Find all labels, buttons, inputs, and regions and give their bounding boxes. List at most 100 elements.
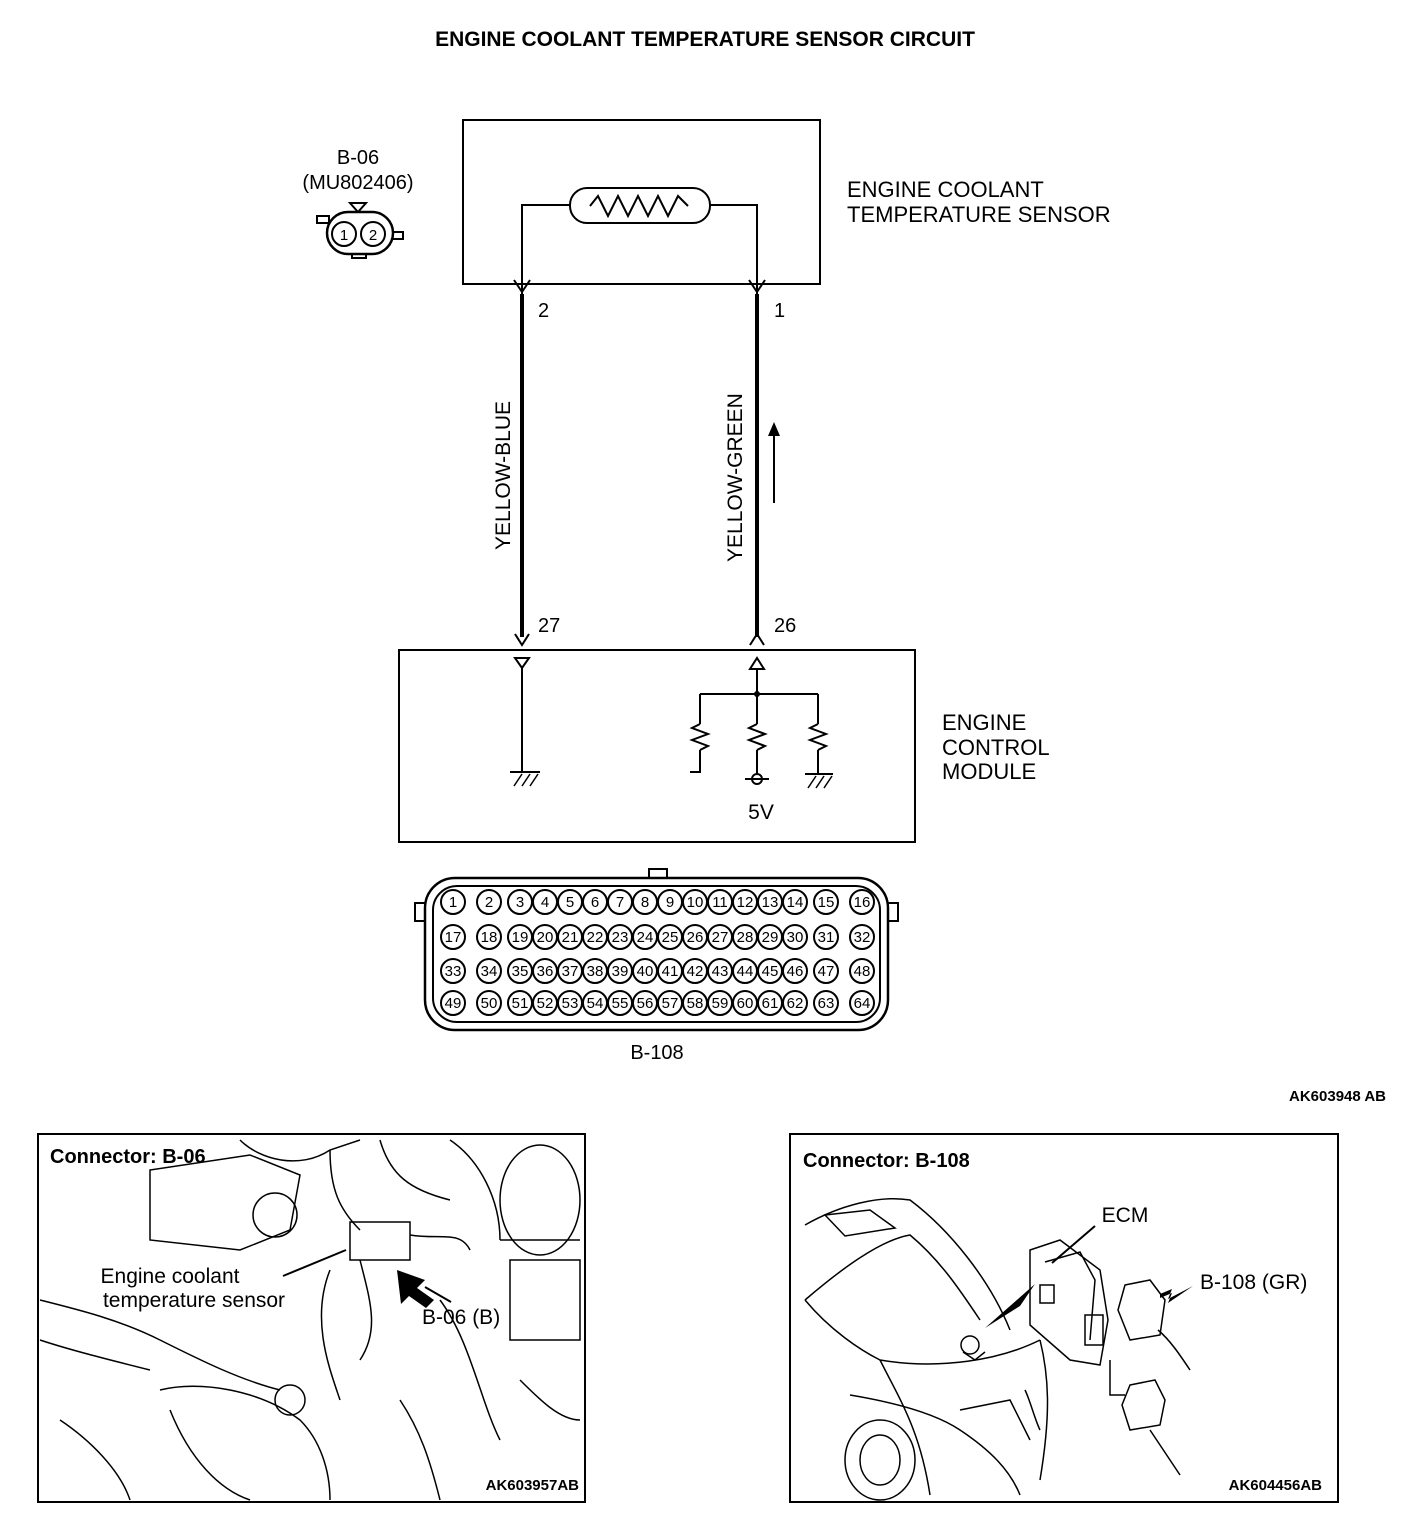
ground-icon [510,771,540,787]
panel-right-code: AK604456AB [1229,1477,1323,1494]
b108-pin-6: 6 [582,889,608,915]
b108-pin-43: 43 [707,958,733,984]
svg-text:45: 45 [762,963,779,980]
b108-pin-21: 21 [557,924,583,950]
ecm-terminal-27: 27 [538,615,560,637]
b108-pin-17: 17 [440,924,466,950]
svg-text:5: 5 [566,894,574,911]
svg-text:15: 15 [818,894,835,911]
svg-text:14: 14 [787,894,804,911]
b108-pin-57: 57 [657,990,683,1016]
b108-pin-10: 10 [682,889,708,915]
b108-pin-48: 48 [849,958,875,984]
panel-right-title: Connector: B-108 [803,1150,970,1172]
b108-pin-61: 61 [757,990,783,1016]
b108-pin-32: 32 [849,924,875,950]
svg-text:62: 62 [787,995,804,1012]
b108-pin-39: 39 [607,958,633,984]
b108-pin-20: 20 [532,924,558,950]
svg-text:58: 58 [687,995,704,1012]
svg-text:31: 31 [818,929,835,946]
svg-text:51: 51 [512,995,529,1012]
b108-pin-64: 64 [849,990,875,1016]
sensor-terminal-1: 1 [774,300,785,322]
b108-pin-53: 53 [557,990,583,1016]
b108-pin-59: 59 [707,990,733,1016]
sensor-label-line1: ENGINE COOLANT [847,177,1044,202]
svg-text:21: 21 [562,929,579,946]
b108-pin-54: 54 [582,990,608,1016]
b108-pin-56: 56 [632,990,658,1016]
b108-pin-7: 7 [607,889,633,915]
svg-text:63: 63 [818,995,835,1012]
b108-pin-30: 30 [782,924,808,950]
svg-text:34: 34 [481,963,498,980]
figure-code: AK603948 AB [1289,1088,1386,1105]
b108-pin-60: 60 [732,990,758,1016]
svg-text:42: 42 [687,963,704,980]
vehicle-illustration [804,1197,1191,1501]
ecm-label-line2: CONTROL [942,735,1050,760]
b108-pin-55: 55 [607,990,633,1016]
svg-text:10: 10 [687,894,704,911]
b108-pin-52: 52 [532,990,558,1016]
b06-callout-arrow-icon [397,1270,434,1308]
svg-text:36: 36 [537,963,554,980]
b108-pin-19: 19 [507,924,533,950]
svg-text:60: 60 [737,995,754,1012]
current-direction-arrow [768,422,780,503]
b108-pin-5: 5 [557,889,583,915]
b108-pin-31: 31 [813,924,839,950]
svg-text:48: 48 [854,963,871,980]
svg-text:56: 56 [637,995,654,1012]
svg-text:46: 46 [787,963,804,980]
svg-text:13: 13 [762,894,779,911]
sensor-terminal-2: 2 [538,300,549,322]
ground-icon [805,773,833,789]
svg-text:24: 24 [637,929,654,946]
svg-text:38: 38 [587,963,604,980]
panel-left-callout: B-06 (B) [422,1306,500,1329]
ecm-label-line1: ENGINE [942,710,1026,735]
svg-text:37: 37 [562,963,579,980]
b108-pin-46: 46 [782,958,808,984]
coolant-sensor-block: ENGINE COOLANT TEMPERATURE SENSOR [462,119,1111,296]
page-title: ENGINE COOLANT TEMPERATURE SENSOR CIRCUI… [435,28,975,51]
svg-text:59: 59 [712,995,729,1012]
b108-pin-35: 35 [507,958,533,984]
b108-pin-37: 37 [557,958,583,984]
b108-pin-1: 1 [440,889,466,915]
svg-text:20: 20 [537,929,554,946]
svg-text:16: 16 [854,894,871,911]
b108-pin-24: 24 [632,924,658,950]
panel-connector-b06: Connector: B-06 Engine coolant temperatu… [37,1133,586,1503]
b108-callout-arrow-icon [1160,1286,1193,1303]
svg-text:41: 41 [662,963,679,980]
svg-text:64: 64 [854,995,871,1012]
b108-pin-49: 49 [440,990,466,1016]
b108-pin-8: 8 [632,889,658,915]
svg-text:39: 39 [612,963,629,980]
b108-pin-36: 36 [532,958,558,984]
svg-text:1: 1 [340,227,348,244]
wire-label-yellow-green: YELLOW-GREEN [724,393,747,562]
svg-text:2: 2 [369,227,377,244]
svg-text:18: 18 [481,929,498,946]
b108-pin-23: 23 [607,924,633,950]
panel-left-code: AK603957AB [486,1477,580,1494]
svg-text:32: 32 [854,929,871,946]
svg-text:35: 35 [512,963,529,980]
b108-pin-34: 34 [476,958,502,984]
b108-pin-28: 28 [732,924,758,950]
svg-text:17: 17 [445,929,462,946]
b108-pin-12: 12 [732,889,758,915]
supply-voltage: 5V [748,801,774,824]
svg-text:44: 44 [737,963,754,980]
b108-pin-41: 41 [657,958,683,984]
b108-pin-4: 4 [532,889,558,915]
svg-text:22: 22 [587,929,604,946]
b06-pin-2: 2 [360,221,386,247]
b06-connector-part: (MU802406) [302,172,413,194]
b06-connector-id: B-06 [337,147,379,169]
